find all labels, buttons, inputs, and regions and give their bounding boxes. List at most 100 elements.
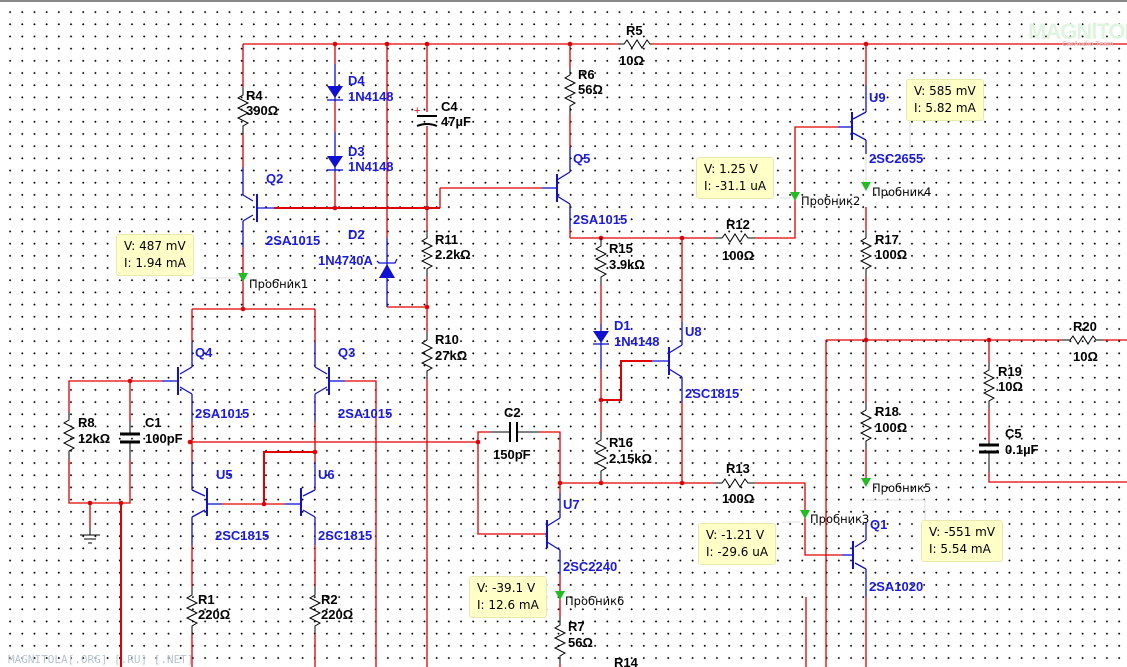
capacitor-c4[interactable]: + [414,105,438,127]
resistor-r8[interactable] [63,411,75,460]
probe-4-current: I: 5.82 mA [914,101,976,115]
label-r19-value: 10Ω [998,379,1023,394]
zener-diode-d2[interactable] [376,238,398,307]
label-q1-value: 2SA1020 [869,579,923,594]
label-d4-ref: D4 [348,73,365,88]
label-c5-value: 0.1µF [1005,442,1039,457]
probe-1-voltage: V: 487 mV [124,239,186,253]
probe-tooltip-2: V: 1.25 V I: -31.1 uA [696,157,775,199]
probe-tooltip-6: V: -39.1 V I: 12.6 mA [469,576,547,618]
label-r1-ref: R1 [198,592,215,607]
label-r15-value: 3.9kΩ [609,257,645,272]
label-q4-value: 2SA1015 [195,406,249,421]
diode-d3[interactable] [327,132,343,172]
label-r7-value: 56Ω [568,635,593,650]
probe-tooltip-5: V: -551 mV I: 5.54 mA [921,520,1004,562]
resistor-r11[interactable] [421,229,433,278]
label-r5-value: 10Ω [619,53,644,68]
probe-marker-4[interactable] [861,182,871,191]
label-r17-value: 100Ω [875,247,907,262]
capacitor-c5[interactable] [979,442,999,472]
label-r2-value: 220Ω [321,607,353,622]
label-q3-ref: Q3 [338,345,355,360]
label-c4-value: 47µF [441,114,471,129]
label-r4-value: 390Ω [246,103,278,118]
label-r1-value: 220Ω [198,607,230,622]
resistor-r15[interactable] [595,237,607,286]
resistor-r5[interactable] [618,39,652,49]
label-u6-value: 2SC1815 [318,528,372,543]
label-u5-ref: U5 [216,467,233,482]
probe-marker-2[interactable] [790,192,800,201]
resistor-r12[interactable] [714,233,755,243]
diode-d1[interactable] [593,324,609,369]
label-r13-ref: R13 [726,461,750,476]
label-u5-value: 2SC1815 [215,528,269,543]
transistor-q3[interactable] [314,342,345,422]
resistor-r10[interactable] [421,331,433,380]
label-r14-ref: R14 [614,655,639,667]
label-c2-ref: C2 [504,405,521,420]
label-q3-value: 2SA1015 [338,406,392,421]
label-r8-value: 12kΩ [78,431,110,446]
capacitor-c2[interactable] [490,422,540,442]
transistor-q4[interactable] [162,342,193,422]
resistor-r16[interactable] [595,431,607,480]
probe-6-current: I: 12.6 mA [477,598,539,612]
resistor-r13[interactable] [714,478,755,488]
label-c4-ref: C4 [441,99,458,114]
probe-3-voltage: V: -1.21 V [706,528,765,542]
watermark-logo: MAGNITOLA [1028,19,1127,44]
probe-label-4: Пробник4 [872,185,931,199]
resistor-r18[interactable] [860,401,872,450]
label-u8-ref: U8 [685,324,702,339]
ground-symbol [80,527,100,544]
label-r20-ref: R20 [1073,319,1097,334]
resistor-r6[interactable] [564,66,576,115]
transistor-u6[interactable] [285,462,316,545]
transistor-q2[interactable] [242,167,274,247]
probe-2-current: I: -31.1 uA [704,179,767,193]
resistor-r19[interactable] [983,361,995,410]
probe-tooltip-4: V: 585 mV I: 5.82 mA [906,79,984,121]
resistor-r2[interactable] [309,586,321,635]
probe-tooltip-1: V: 487 mV I: 1.94 mA [116,234,194,276]
resistor-r1[interactable] [186,586,198,635]
resistor-r20[interactable] [1062,335,1103,345]
label-r11-ref: R11 [435,232,458,247]
transistor-u7[interactable] [545,493,561,575]
probe-2-voltage: V: 1.25 V [704,162,758,176]
probe-marker-1[interactable] [238,273,248,282]
resistor-r17[interactable] [860,229,872,278]
capacitor-c1[interactable] [120,422,140,459]
label-r6-ref: R6 [578,67,595,82]
label-u9-ref: U9 [869,90,886,105]
watermark-logo-sub: CarAudio Team [1062,41,1114,48]
label-u7-value: 2SC2240 [563,559,617,574]
label-d1-ref: D1 [614,318,631,333]
label-d3-value: 1N4148 [348,159,394,174]
label-q2-ref: Q2 [266,171,283,186]
probe-marker-3[interactable] [800,510,810,519]
probe-4-voltage: V: 585 mV [914,84,976,98]
probe-marker-6[interactable] [555,591,565,600]
probe-label-2: Пробник2 [801,194,860,208]
label-r12-value: 100Ω [722,248,754,263]
probe-marker-5[interactable] [861,478,871,487]
transistor-q1[interactable] [842,522,867,597]
label-q5-ref: Q5 [573,151,590,166]
diode-d4[interactable] [327,64,343,102]
label-r2-ref: R2 [321,592,338,607]
transistor-q5[interactable] [542,147,571,229]
label-r7-ref: R7 [568,619,585,634]
transistor-u9[interactable] [838,85,867,154]
label-q1-ref: Q1 [870,517,887,532]
label-r4-ref: R4 [246,88,263,103]
label-r18-value: 100Ω [875,420,907,435]
transistor-u5[interactable] [191,462,222,545]
resistor-r7[interactable] [554,616,566,665]
transistor-u8[interactable] [652,322,683,402]
probe-tooltip-3: V: -1.21 V I: -29.6 uA [698,523,777,565]
